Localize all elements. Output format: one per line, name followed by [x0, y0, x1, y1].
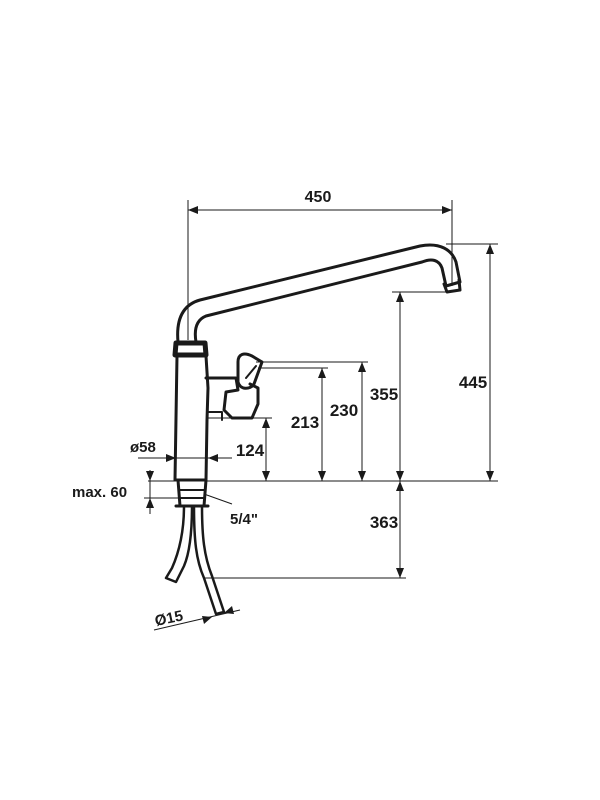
hose-dia-line — [153, 609, 241, 631]
arrow-230-top — [358, 362, 366, 372]
label-15: Ø15 — [153, 607, 184, 630]
label-450: 450 — [305, 189, 332, 206]
swivel-collar — [172, 340, 209, 358]
arrow-213-bottom — [318, 471, 326, 481]
arrow-230-bottom — [358, 471, 366, 481]
label-thread: 5/4" — [230, 511, 258, 528]
lever-handle — [236, 352, 264, 390]
dimension-arrows — [146, 206, 494, 624]
faucet-body — [173, 354, 210, 482]
arrow-58-right — [208, 454, 218, 462]
arrow-213-top — [318, 368, 326, 378]
arrow-445-bottom — [486, 471, 494, 481]
lever-housing-inner — [207, 411, 223, 421]
arrow-445-top — [486, 244, 494, 254]
label-213: 213 — [291, 413, 319, 432]
arrow-363-bottom — [396, 568, 404, 578]
arrow-355-bottom — [396, 471, 404, 481]
arrow-450-right — [442, 206, 452, 214]
label-max-60: max. 60 — [72, 484, 127, 501]
arrow-15-left — [224, 606, 234, 614]
dimension-labels: 450 445 355 230 213 124 ø58 max. 60 5/4"… — [72, 189, 487, 630]
arrow-124-top — [262, 418, 270, 428]
lever-hatch — [245, 365, 257, 379]
label-58: ø58 — [130, 439, 156, 456]
spout-tube — [176, 243, 462, 344]
arrow-60-top — [146, 471, 154, 481]
label-355: 355 — [370, 385, 398, 404]
arrow-355-top — [396, 292, 404, 302]
label-230: 230 — [330, 401, 358, 420]
label-124: 124 — [236, 441, 265, 460]
threaded-shank — [176, 478, 208, 508]
spout-outlet — [442, 278, 462, 294]
arrow-363-top — [396, 481, 404, 491]
faucet-outline — [164, 243, 462, 616]
lever-housing — [204, 376, 260, 420]
hose-right — [192, 504, 226, 616]
arrow-60-bottom — [146, 498, 154, 508]
arrow-58-left — [166, 454, 176, 462]
hose-left — [164, 504, 194, 584]
arrow-15-right — [202, 616, 212, 624]
label-445: 445 — [459, 373, 487, 392]
arrow-450-left — [188, 206, 198, 214]
arrow-124-bottom — [262, 471, 270, 481]
thread-leader — [203, 493, 233, 505]
label-363: 363 — [370, 513, 398, 532]
